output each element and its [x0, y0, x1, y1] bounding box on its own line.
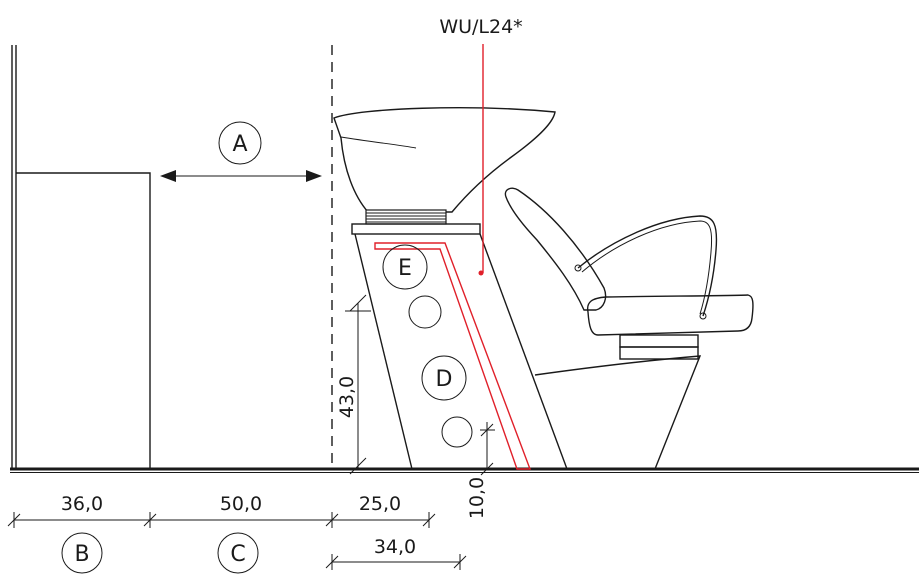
- svg-text:36,0: 36,0: [61, 493, 103, 515]
- basin-neck: [365, 209, 447, 225]
- chair: [504, 187, 754, 470]
- svg-text:B: B: [74, 542, 89, 567]
- pedestal-column: [354, 233, 568, 470]
- supply-line: [374, 44, 532, 470]
- svg-text:25,0: 25,0: [359, 493, 401, 515]
- pedestal-hole-lower: [441, 416, 473, 448]
- svg-text:D: D: [436, 367, 453, 392]
- svg-text:34,0: 34,0: [374, 536, 416, 558]
- dimension-column-base: 25,0: [332, 493, 436, 528]
- marker-d: D: [421, 355, 467, 401]
- supply-label: WU/L24*: [439, 16, 522, 38]
- svg-text:10,0: 10,0: [466, 477, 488, 519]
- svg-text:E: E: [398, 256, 412, 281]
- clearance-arrow: [160, 170, 322, 182]
- pedestal-hole-upper: [408, 295, 442, 329]
- cabinet: [16, 172, 151, 469]
- dimension-c-width: 50,0: [150, 493, 339, 528]
- svg-text:50,0: 50,0: [220, 493, 262, 515]
- svg-text:A: A: [232, 132, 247, 157]
- marker-b: B: [61, 532, 103, 574]
- dimension-height-base: 10,0: [466, 422, 495, 519]
- dimension-height-column: 43,0: [336, 294, 371, 475]
- basin: [333, 107, 556, 213]
- marker-a: A: [218, 121, 262, 165]
- marker-e: E: [382, 244, 428, 290]
- pedestal-cap: [351, 223, 481, 235]
- svg-text:43,0: 43,0: [336, 376, 358, 418]
- dimension-b-width: 36,0: [7, 493, 157, 528]
- marker-c: C: [217, 532, 259, 574]
- dimension-total-base: 34,0: [325, 536, 467, 570]
- floor-line: [10, 467, 919, 473]
- wall: [11, 45, 17, 469]
- svg-text:C: C: [230, 542, 245, 567]
